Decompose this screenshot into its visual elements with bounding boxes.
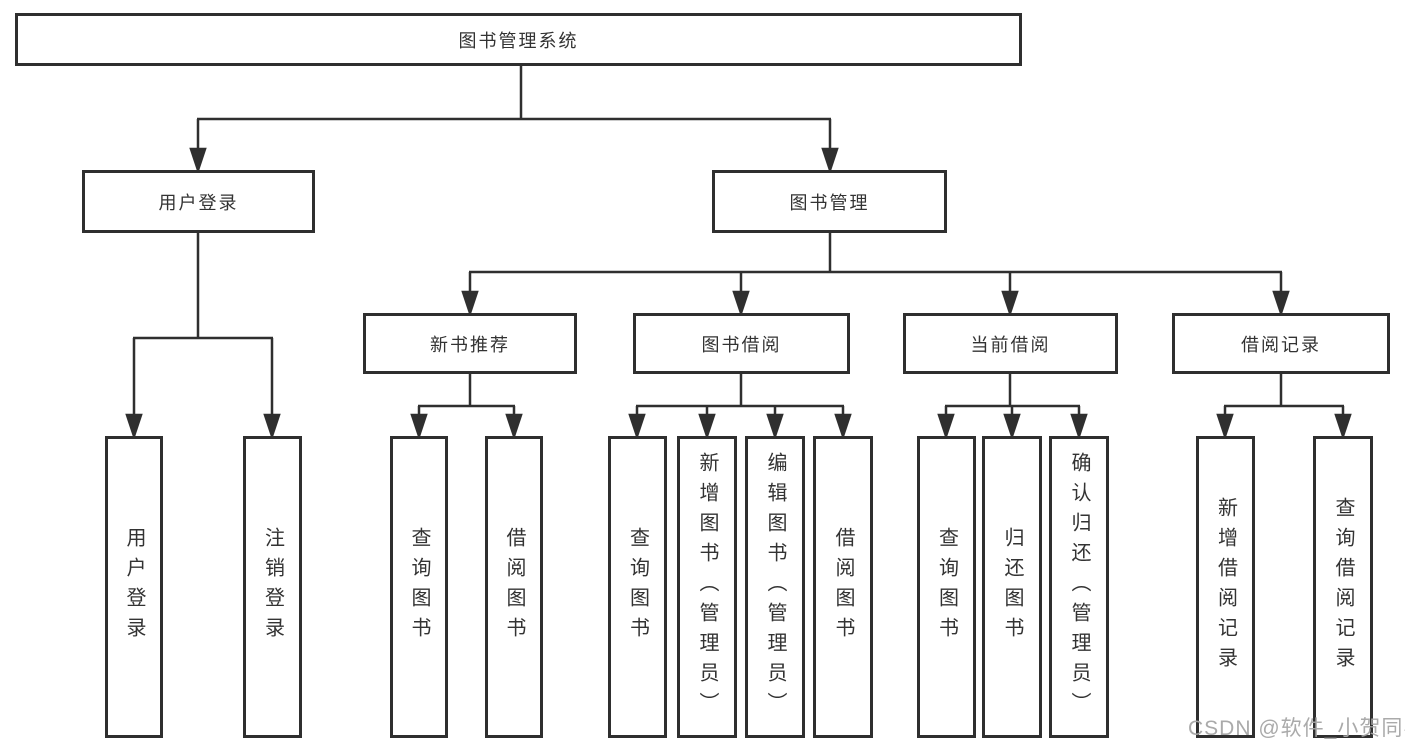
node-book-management-branch: 图书管理 (712, 170, 947, 233)
node-leaf-query-books-1-label: 查询图书 (408, 527, 430, 647)
node-borrowing-records-label: 借阅记录 (1241, 334, 1321, 355)
node-leaf-return-books-label: 归还图书 (1001, 527, 1023, 647)
node-leaf-query-borrow-record: 查询借阅记录 (1313, 436, 1373, 738)
node-current-borrowing-label: 当前借阅 (970, 334, 1051, 355)
node-leaf-add-books-admin-label: 新增图书（管理员） (696, 452, 718, 722)
node-root-label: 图书管理系统 (458, 30, 579, 51)
node-leaf-user-login: 用户登录 (105, 436, 163, 738)
node-new-book-recommend-label: 新书推荐 (430, 334, 510, 355)
node-leaf-query-books-3-label: 查询图书 (935, 527, 958, 647)
node-leaf-add-borrow-record: 新增借阅记录 (1196, 436, 1255, 738)
node-borrowing-records: 借阅记录 (1172, 313, 1390, 374)
node-leaf-return-books: 归还图书 (982, 436, 1042, 738)
node-current-borrowing: 当前借阅 (903, 313, 1118, 374)
node-leaf-query-books-3: 查询图书 (917, 436, 976, 738)
node-leaf-query-books-2-label: 查询图书 (626, 527, 649, 647)
node-book-management-branch-label: 图书管理 (789, 192, 870, 213)
node-new-book-recommend: 新书推荐 (363, 313, 577, 374)
node-user-login-branch: 用户登录 (82, 170, 315, 233)
node-user-login-branch-label: 用户登录 (158, 192, 239, 213)
node-leaf-query-books-1: 查询图书 (390, 436, 448, 738)
node-leaf-logout-label: 注销登录 (261, 527, 284, 647)
node-leaf-edit-books-admin-label: 编辑图书（管理员） (764, 452, 786, 722)
node-leaf-borrow-books-2-label: 借阅图书 (832, 527, 854, 647)
node-leaf-borrow-books-1: 借阅图书 (485, 436, 543, 738)
node-leaf-add-books-admin: 新增图书（管理员） (677, 436, 737, 738)
node-leaf-confirm-return-admin-label: 确认归还（管理员） (1068, 452, 1090, 722)
node-leaf-borrow-books-1-label: 借阅图书 (503, 527, 525, 647)
node-leaf-query-borrow-record-label: 查询借阅记录 (1332, 497, 1354, 677)
node-leaf-borrow-books-2: 借阅图书 (813, 436, 873, 738)
node-leaf-query-books-2: 查询图书 (608, 436, 667, 738)
node-book-borrowing-label: 图书借阅 (701, 334, 782, 355)
csdn-watermark: CSDN @软件_小贺同学 (1188, 717, 1405, 740)
node-root: 图书管理系统 (15, 13, 1022, 66)
node-book-borrowing: 图书借阅 (633, 313, 850, 374)
node-leaf-confirm-return-admin: 确认归还（管理员） (1049, 436, 1109, 738)
node-leaf-edit-books-admin: 编辑图书（管理员） (745, 436, 805, 738)
node-leaf-logout: 注销登录 (243, 436, 302, 738)
node-leaf-add-borrow-record-label: 新增借阅记录 (1214, 497, 1237, 677)
node-leaf-user-login-label: 用户登录 (123, 527, 145, 647)
